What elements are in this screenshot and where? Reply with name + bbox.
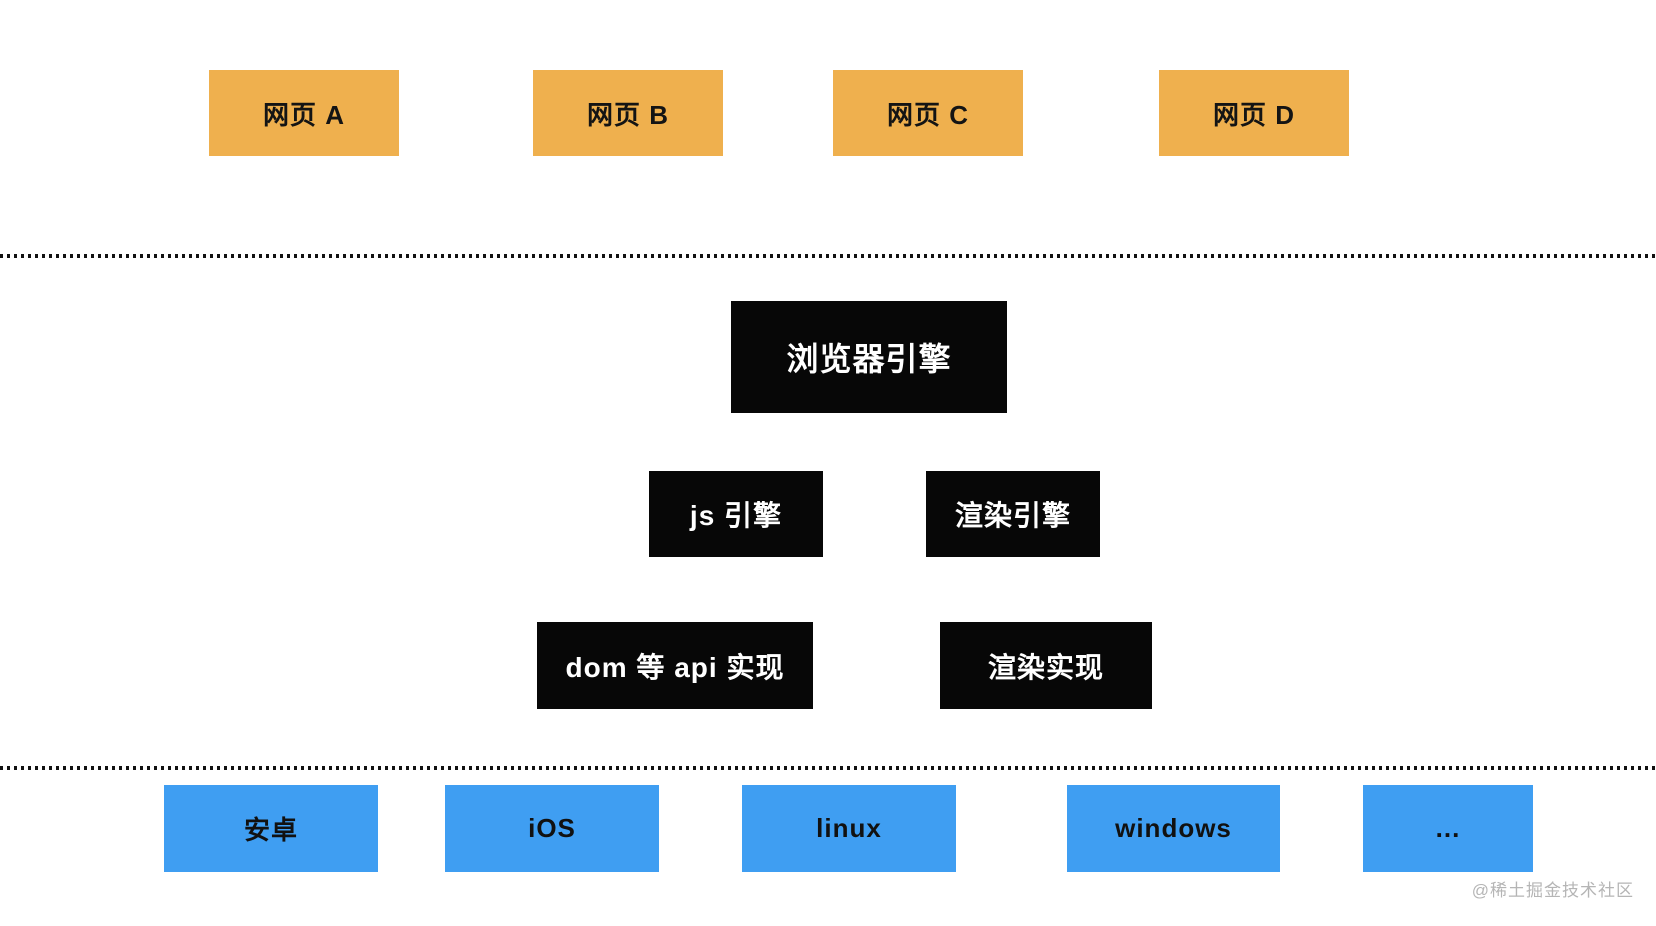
node-browser-engine: 浏览器引擎 [731,301,1007,413]
node-render-engine: 渲染引擎 [926,471,1100,557]
watermark-text: @稀土掘金技术社区 [1471,881,1634,900]
node-webpage-a: 网页 A [209,70,399,156]
node-platform-linux: linux [742,785,956,872]
divider-pages-engine [0,254,1656,258]
node-dom-api-impl: dom 等 api 实现 [537,622,813,709]
divider-engine-platforms [0,766,1656,770]
node-webpage-c: 网页 C [833,70,1023,156]
node-platform-windows: windows [1067,785,1280,872]
node-render-impl: 渲染实现 [940,622,1152,709]
node-platform-ios: iOS [445,785,659,872]
node-webpage-d: 网页 D [1159,70,1349,156]
node-platform-android: 安卓 [164,785,378,872]
node-js-engine: js 引擎 [649,471,823,557]
node-platform-more: ... [1363,785,1533,872]
node-webpage-b: 网页 B [533,70,723,156]
